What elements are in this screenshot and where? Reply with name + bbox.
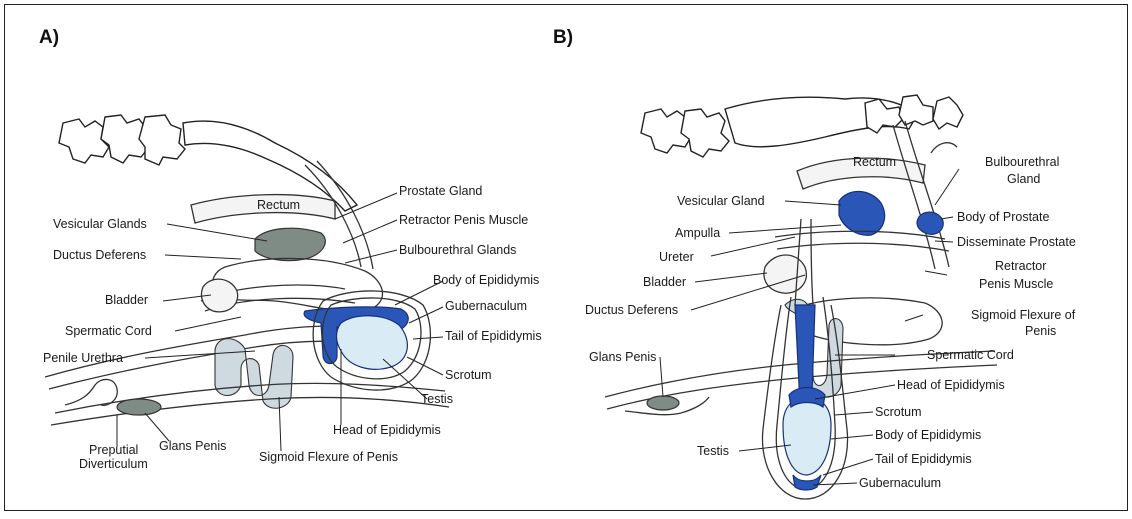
panel-a-label-vesicular-glands: Vesicular Glands <box>53 217 147 231</box>
panel-b-label-bladder: Bladder <box>643 275 686 289</box>
panel-b-label-gland: Gland <box>1007 172 1040 186</box>
panel-a-label-retractor-penis-muscle: Retractor Penis Muscle <box>399 213 528 227</box>
panel-b-label-tail-of-epididymis: Tail of Epididymis <box>875 452 972 466</box>
panel-b-label-spermatic-cord: Spermatic Cord <box>927 348 1014 362</box>
panel-b-label-ampulla: Ampulla <box>675 226 720 240</box>
panel-b-glans <box>625 396 709 415</box>
panel-b-label-ureter: Ureter <box>659 250 694 264</box>
panel-a-label-glans-penis: Glans Penis <box>159 439 226 453</box>
panel-a-label-testis: Testis <box>421 392 453 406</box>
panel-a-label-scrotum: Scrotum <box>445 368 492 382</box>
panel-a-label-sigmoid-flexure: Sigmoid Flexure of Penis <box>259 450 398 464</box>
panel-a-label-ductus-deferens: Ductus Deferens <box>53 248 146 262</box>
panel-a-drawing <box>45 115 449 451</box>
panel-b-label-disseminate-prostate: Disseminate Prostate <box>957 235 1076 249</box>
panel-b-body-of-prostate <box>917 212 943 234</box>
panel-a-label-head-of-epididymis: Head of Epididymis <box>333 423 441 437</box>
panel-b-label-ductus-deferens: Ductus Deferens <box>585 303 678 317</box>
panel-a-label-spermatic-cord: Spermatic Cord <box>65 324 152 338</box>
panel-b-label-head-of-epididymis: Head of Epididymis <box>897 378 1005 392</box>
panel-b-label-vesicular-gland: Vesicular Gland <box>677 194 765 208</box>
panel-a-label-preputial: Preputial <box>89 443 138 457</box>
panel-b-label-retractor: Retractor <box>995 259 1046 273</box>
panel-a-label-penile-urethra: Penile Urethra <box>43 351 123 365</box>
panel-a-label-diverticulum: Diverticulum <box>79 457 148 471</box>
figure-frame: A) B) <box>4 4 1128 511</box>
panel-a-label-body-of-epididymis: Body of Epididymis <box>433 273 539 287</box>
panel-a-label-bulbourethral-glands: Bulbourethral Glands <box>399 243 516 257</box>
panel-b-label-glans-penis: Glans Penis <box>589 350 656 364</box>
panel-a-label-rectum: Rectum <box>257 198 300 212</box>
panel-b-label-scrotum: Scrotum <box>875 405 922 419</box>
panel-a-testis-group <box>304 291 430 390</box>
panel-b-label-bulbourethral: Bulbourethral <box>985 155 1059 169</box>
panel-a-label-tail-of-epididymis: Tail of Epididymis <box>445 329 542 343</box>
panel-b-label-testis: Testis <box>697 444 729 458</box>
panel-b-label-penis: Penis <box>1025 324 1056 338</box>
panel-b-label-body-of-epididymis: Body of Epididymis <box>875 428 981 442</box>
panel-b-vertebrae <box>641 95 963 157</box>
panel-a-label-bladder: Bladder <box>105 293 148 307</box>
anatomy-diagram: Rectum Prostate Gland Retractor Penis Mu… <box>5 5 1129 512</box>
panel-b-label-rectum: Rectum <box>853 155 896 169</box>
panel-b-label-gubernaculum: Gubernaculum <box>859 476 941 490</box>
panel-b-label-penis-muscle: Penis Muscle <box>979 277 1053 291</box>
panel-b-label-sigmoid-flexure: Sigmoid Flexure of <box>971 308 1076 322</box>
panel-a-label-gubernaculum: Gubernaculum <box>445 299 527 313</box>
panel-b-label-body-of-prostate: Body of Prostate <box>957 210 1049 224</box>
panel-b-vesicular-gland <box>839 191 885 235</box>
panel-a-vesicular-glands <box>255 228 325 260</box>
panel-b-rectum <box>797 121 957 269</box>
panel-a-label-prostate-gland: Prostate Gland <box>399 184 482 198</box>
